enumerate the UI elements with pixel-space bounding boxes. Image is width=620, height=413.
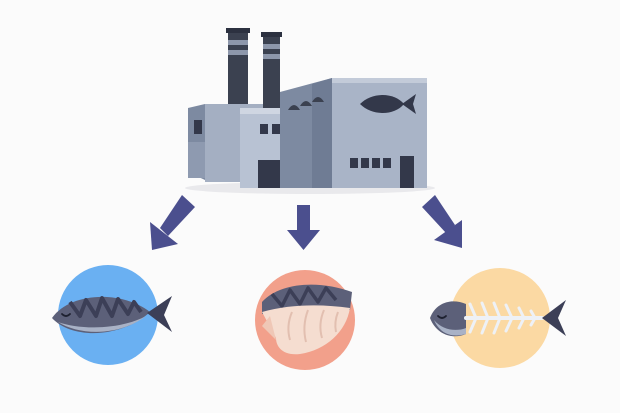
skeleton-tail xyxy=(542,300,566,336)
whole-fish-icon xyxy=(52,265,172,365)
factory-main-building xyxy=(280,78,427,188)
arrow-down-icon xyxy=(287,205,320,250)
fish-logo-icon xyxy=(360,94,416,114)
fish-fillet-icon xyxy=(255,270,355,370)
skeleton-ribs xyxy=(468,301,537,335)
fish-skeleton-icon xyxy=(430,268,566,368)
chimney-left xyxy=(226,28,250,112)
arrow-down-right-icon xyxy=(422,195,462,248)
factory-window xyxy=(383,158,391,168)
factory-icon xyxy=(185,28,435,194)
factory-window xyxy=(272,124,280,134)
factory-window xyxy=(350,158,358,168)
arrow-down-left-icon xyxy=(150,195,195,250)
factory-window xyxy=(361,158,369,168)
factory-window xyxy=(372,158,380,168)
factory-door xyxy=(400,156,414,188)
factory-window xyxy=(260,124,268,134)
chimney-right xyxy=(261,32,282,112)
